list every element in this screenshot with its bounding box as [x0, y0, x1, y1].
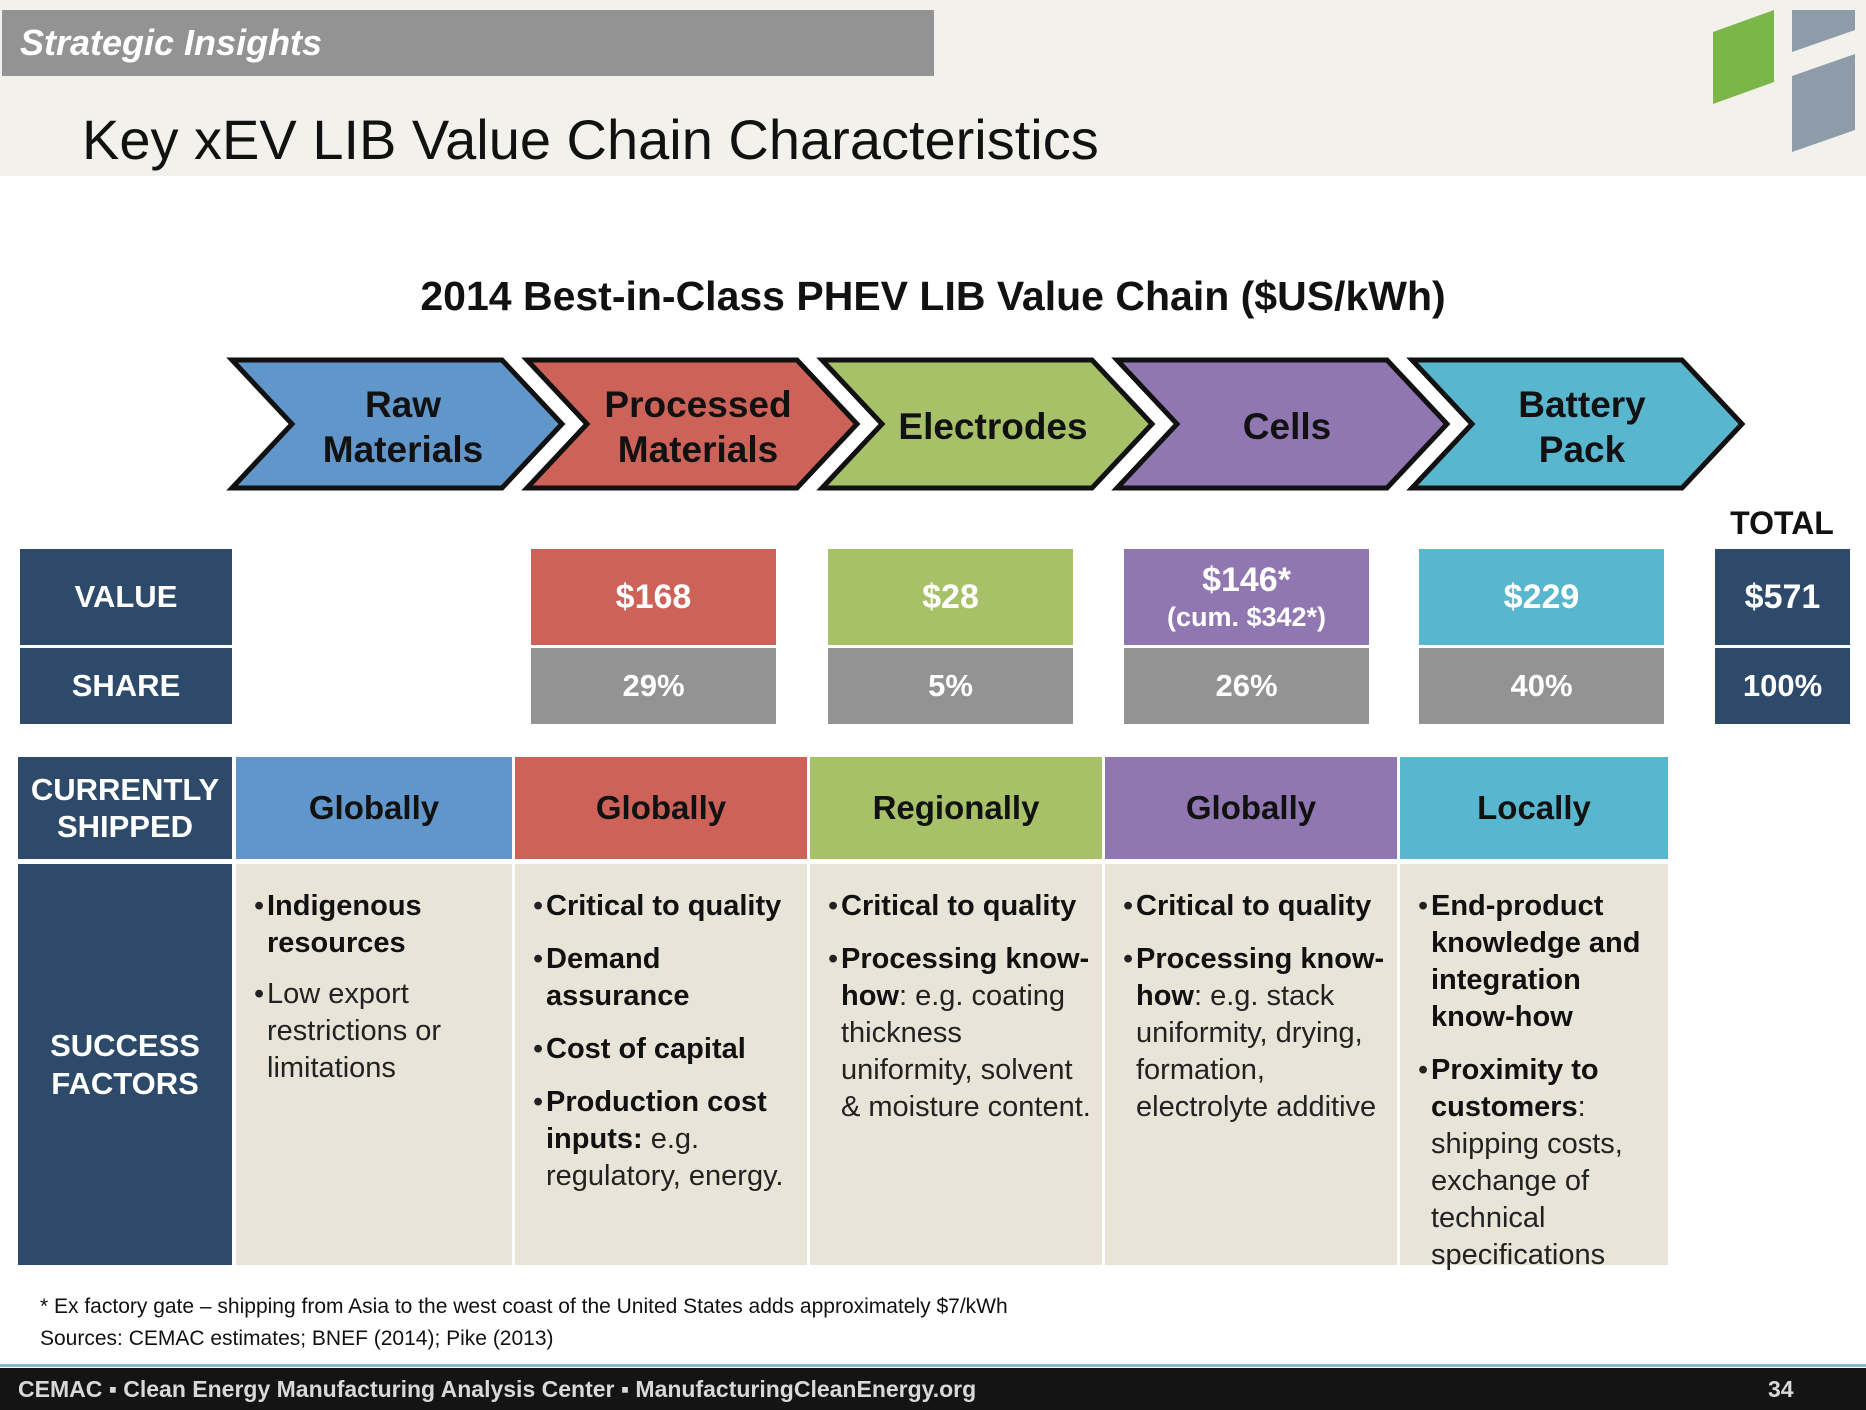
total-label: TOTAL: [1730, 504, 1834, 541]
shipped-cells: Globally: [1105, 757, 1397, 859]
stage-label-pack-l2: Pack: [1539, 429, 1626, 470]
row-header-currently-shipped: CURRENTLY SHIPPED: [18, 757, 232, 859]
success-raw-materials: Indigenous resources Low export restrict…: [236, 864, 512, 1265]
page-title: Key xEV LIB Value Chain Characteristics: [82, 108, 1099, 171]
share-electrodes: 5%: [828, 648, 1073, 724]
list-item: Proximity to customers: shipping costs, …: [1418, 1052, 1658, 1274]
list-item: End-product knowledge and integration kn…: [1418, 888, 1658, 1036]
row-header-success-line1: SUCCESS: [50, 1028, 200, 1064]
stage-label-raw-l2: Materials: [323, 429, 483, 470]
stage-label-pack-l1: Battery: [1518, 384, 1646, 425]
chevron-cells-shape: [1111, 357, 1451, 491]
page-number: 34: [1768, 1376, 1794, 1402]
chart-subtitle: 2014 Best-in-Class PHEV LIB Value Chain …: [420, 273, 1446, 319]
row-header-success-factors: SUCCESS FACTORS: [18, 864, 232, 1265]
list-item: Low export restrictions or limitations: [254, 976, 502, 1087]
list-item: Critical to quality: [1123, 888, 1387, 925]
section-tag: Strategic Insights: [2, 10, 934, 76]
footer-bar: CEMAC ▪ Clean Energy Manufacturing Analy…: [0, 1368, 1866, 1410]
value-total: $571: [1715, 549, 1850, 645]
value-battery-pack: $229: [1419, 549, 1664, 645]
value-chain-chevrons: Raw Materials Processed Materials Electr…: [226, 357, 1746, 491]
list-item: Demand assurance: [533, 941, 797, 1015]
shipped-electrodes: Regionally: [810, 757, 1102, 859]
success-processed-materials: Critical to quality Demand assurance Cos…: [515, 864, 807, 1265]
chevron-electrodes-shape: [816, 357, 1156, 491]
chevron-processed-materials-shape: [521, 357, 861, 491]
stage-label-electrodes: Electrodes: [898, 406, 1087, 447]
stage-label-processed-l1: Processed: [604, 384, 791, 425]
stage-label-raw-l1: Raw: [365, 384, 441, 425]
list-item: Processing know-how: e.g. stack uniformi…: [1123, 941, 1387, 1126]
chevron-raw-materials-shape: [226, 357, 566, 491]
sources-note: Sources: CEMAC estimates; BNEF (2014); P…: [40, 1327, 554, 1350]
value-processed: $168: [531, 549, 776, 645]
shipped-processed-materials: Globally: [515, 757, 807, 859]
footer-divider: [0, 1364, 1866, 1367]
chevron-processed-materials: Processed Materials: [521, 357, 861, 491]
list-item: Indigenous resources: [254, 888, 502, 962]
chevron-electrodes: Electrodes: [816, 357, 1156, 491]
share-battery-pack: 40%: [1419, 648, 1664, 724]
success-electrodes: Critical to quality Processing know-how:…: [810, 864, 1102, 1265]
list-item: Production cost inputs: e.g. regulatory,…: [533, 1084, 797, 1195]
row-header-value: VALUE: [20, 549, 232, 645]
list-item: Processing know-how: e.g. coating thickn…: [828, 941, 1092, 1126]
share-cells: 26%: [1124, 648, 1369, 724]
list-item: Critical to quality: [828, 888, 1092, 925]
cemac-logo-icon: [1713, 10, 1855, 152]
share-total: 100%: [1715, 648, 1850, 724]
list-item: Cost of capital: [533, 1031, 797, 1068]
success-cells: Critical to quality Processing know-how:…: [1105, 864, 1397, 1265]
row-header-share: SHARE: [20, 648, 232, 724]
value-electrodes: $28: [828, 549, 1073, 645]
list-item: Critical to quality: [533, 888, 797, 925]
share-processed: 29%: [531, 648, 776, 724]
row-header-shipped-line1: CURRENTLY: [30, 771, 220, 807]
chevron-raw-materials: Raw Materials: [226, 357, 566, 491]
footer-org: CEMAC ▪ Clean Energy Manufacturing Analy…: [18, 1376, 977, 1402]
chevron-battery-pack: Battery Pack: [1406, 357, 1746, 491]
stage-label-processed-l2: Materials: [618, 429, 778, 470]
footnote: * Ex factory gate – shipping from Asia t…: [40, 1295, 1008, 1318]
value-cells: $146* (cum. $342*): [1124, 549, 1369, 645]
value-cells-cumulative: (cum. $342*): [1166, 602, 1327, 633]
shipped-raw-materials: Globally: [236, 757, 512, 859]
row-header-shipped-line2: SHIPPED: [56, 809, 194, 844]
value-cells-amount: $146*: [1202, 561, 1291, 600]
success-battery-pack: End-product knowledge and integration kn…: [1400, 864, 1668, 1271]
row-header-success-line2: FACTORS: [51, 1065, 199, 1101]
chevron-cells: Cells: [1111, 357, 1451, 491]
chevron-battery-pack-shape: [1406, 357, 1746, 491]
shipped-battery-pack: Locally: [1400, 757, 1668, 859]
stage-label-cells: Cells: [1243, 406, 1331, 447]
